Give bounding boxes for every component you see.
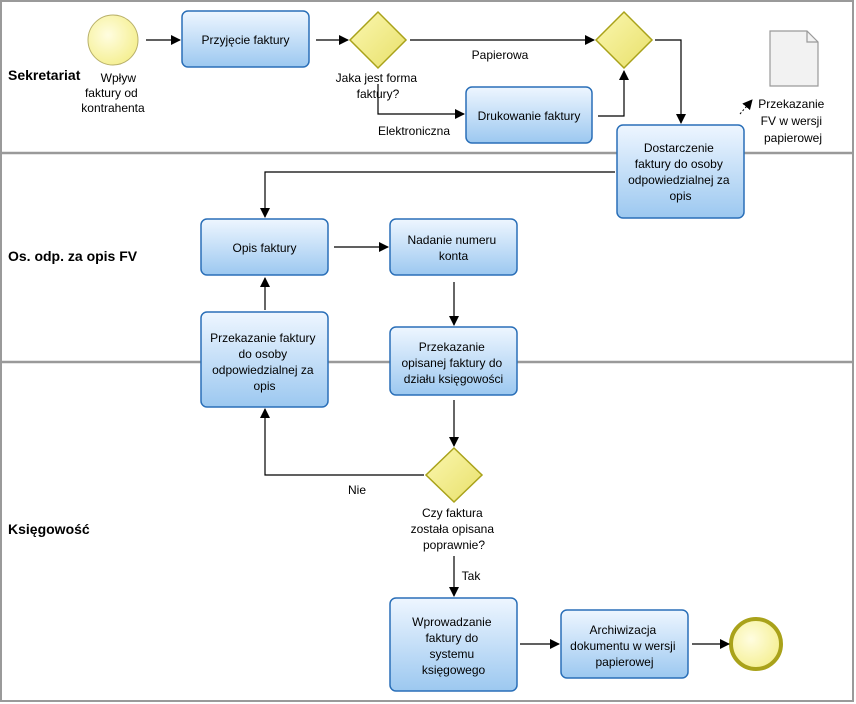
- task-label: Przekazanie faktury do osoby odpowiedzia…: [210, 331, 319, 393]
- task-wprowadzanie[interactable]: Wprowadzanie faktury do systemu księgowe…: [389, 597, 518, 692]
- task-przekazanie-do-osoby[interactable]: Przekazanie faktury do osoby odpowiedzia…: [200, 311, 329, 408]
- task-label: Dostarczenie faktury do osoby odpowiedzi…: [628, 141, 733, 203]
- task-label: Przekazanie opisanej faktury do działu k…: [401, 340, 505, 386]
- task-przyjecie-faktury[interactable]: Przyjęcie faktury: [181, 10, 310, 68]
- task-label: Wprowadzanie faktury do systemu księgowe…: [412, 615, 495, 677]
- task-label: Nadanie numeru konta: [407, 233, 499, 263]
- task-dostarczenie-faktury[interactable]: Dostarczenie faktury do osoby odpowiedzi…: [616, 124, 745, 219]
- gateway-forma-faktury[interactable]: [348, 10, 408, 70]
- task-opis-faktury[interactable]: Opis faktury: [200, 218, 329, 276]
- association-line: [739, 99, 753, 115]
- flow-label-tak: Tak: [462, 569, 482, 583]
- flow-label-elektroniczna: Elektroniczna: [378, 124, 450, 138]
- lane-label-sekretariat: Sekretariat: [8, 67, 81, 83]
- task-archiwizacja[interactable]: Archiwizacja dokumentu w wersji papierow…: [560, 609, 689, 679]
- lane-label-opis: Os. odp. za opis FV: [8, 248, 138, 264]
- end-event[interactable]: [729, 617, 783, 671]
- task-nadanie-numeru-konta[interactable]: Nadanie numeru konta: [389, 218, 518, 276]
- flow-label-papierowa: Papierowa: [472, 48, 529, 62]
- task-label: Przyjęcie faktury: [201, 33, 289, 47]
- start-event-label: Wpływ faktury od kontrahenta: [81, 71, 145, 115]
- gateway-czy-opisana[interactable]: [424, 446, 484, 504]
- document-icon: [769, 30, 819, 87]
- task-przekazanie-opisanej[interactable]: Przekazanie opisanej faktury do działu k…: [389, 326, 518, 396]
- gateway-merge[interactable]: [594, 10, 654, 70]
- start-event[interactable]: [87, 14, 139, 66]
- lane-label-ksiegowosc: Księgowość: [8, 521, 90, 537]
- sequence-flows: [146, 35, 730, 649]
- task-label: Drukowanie faktury: [478, 109, 581, 123]
- flow-label-nie: Nie: [348, 483, 366, 497]
- document-label: Przekazanie FV w wersji papierowej: [758, 97, 827, 145]
- task-label: Archiwizacja dokumentu w wersji papierow…: [570, 623, 679, 669]
- gateway-opisana-label: Czy faktura została opisana poprawnie?: [411, 506, 498, 552]
- task-label: Opis faktury: [232, 241, 296, 255]
- task-drukowanie-faktury[interactable]: Drukowanie faktury: [465, 86, 593, 144]
